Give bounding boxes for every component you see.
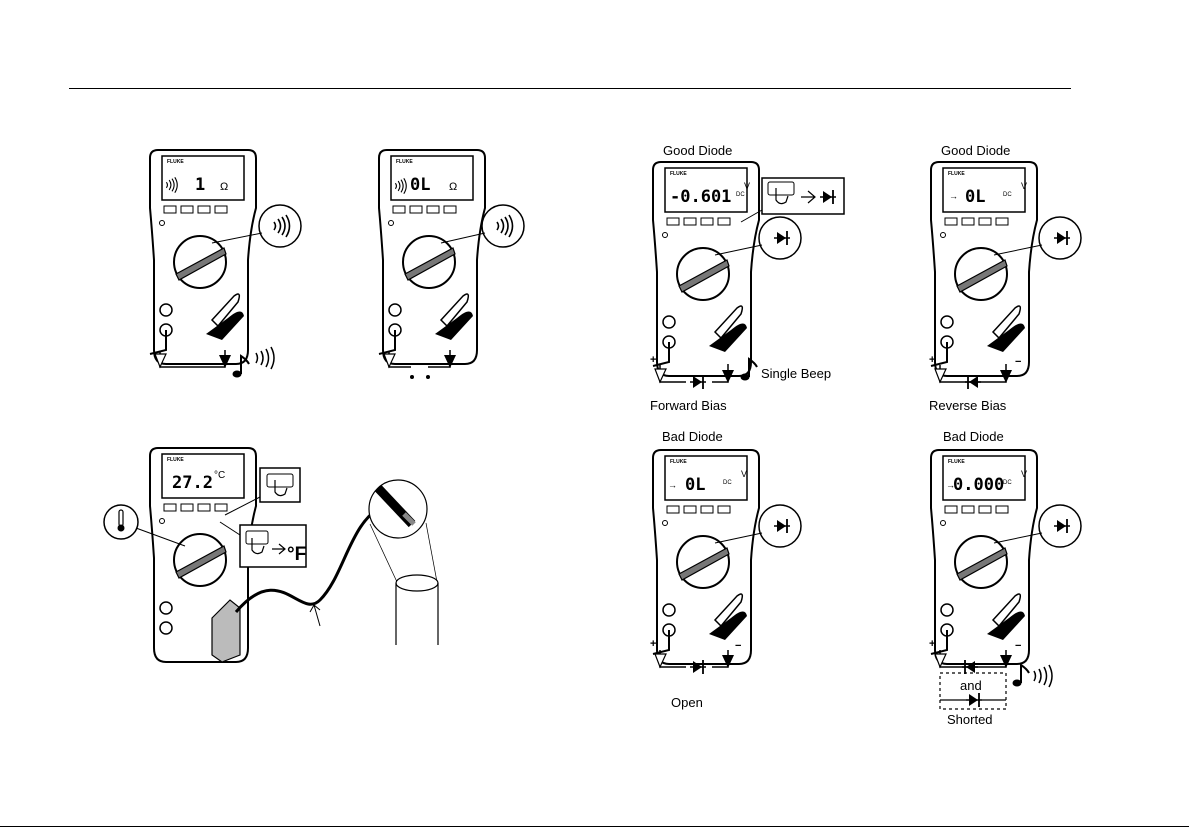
plus-label: + — [929, 638, 935, 650]
lcd-reading: 1 — [195, 175, 205, 195]
lcd-sub: DC — [723, 480, 732, 486]
music-note-icon — [1013, 665, 1030, 687]
lcd-reading: 0L — [685, 475, 705, 495]
lcd-sub: DC — [736, 192, 745, 198]
brand-logo: FLUKE — [670, 171, 687, 177]
thermometer-icon — [118, 510, 125, 532]
lcd-sub: DC — [1003, 480, 1012, 486]
brand-logo: FLUKE — [167, 159, 184, 165]
lcd-unit: V — [744, 181, 750, 191]
brand-logo: FLUKE — [948, 459, 965, 465]
diode-icon: → — [949, 191, 958, 201]
open-label: Open — [671, 695, 703, 710]
brand-logo: FLUKE — [167, 457, 184, 463]
lcd-unit: V — [1021, 469, 1027, 479]
bad-diode-label-1: Bad Diode — [662, 429, 723, 444]
lcd-sub: DC — [1003, 192, 1012, 198]
lcd-unit: °C — [214, 470, 225, 481]
meter-diode-forward: FLUKE -0.601 DC V + — [650, 162, 844, 389]
minus-label: − — [735, 640, 741, 652]
and-label: and — [960, 678, 982, 693]
brand-logo: FLUKE — [396, 159, 413, 165]
meter-continuity-closed: FLUKE 1 Ω — [150, 150, 301, 378]
reverse-bias-label: Reverse Bias — [929, 398, 1006, 413]
single-beep-label: Single Beep — [761, 366, 831, 381]
plus-label: + — [650, 354, 656, 366]
lcd-reading: 0L — [965, 187, 985, 207]
diode-icon — [965, 375, 981, 389]
lcd-unit: V — [741, 469, 747, 479]
meter-continuity-open: FLUKE 0L Ω — [379, 150, 524, 379]
shorted-label: Shorted — [947, 712, 993, 727]
diode-icon — [690, 375, 706, 389]
forward-bias-label: Forward Bias — [650, 398, 727, 413]
brand-logo: FLUKE — [948, 171, 965, 177]
lcd-reading: -0.601 — [670, 187, 731, 207]
minus-label: − — [1015, 356, 1021, 368]
beep-icon — [1034, 665, 1052, 687]
minus-label: − — [1015, 640, 1021, 652]
lcd-unit: V — [1021, 181, 1027, 191]
brand-logo: FLUKE — [670, 459, 687, 465]
plus-label: + — [650, 638, 656, 650]
fahrenheit-label: °F — [287, 544, 306, 565]
meter-diode-shorted: FLUKE → 0.000 DC V + − — [929, 450, 1081, 709]
meter-diode-open: FLUKE → 0L DC V + − — [650, 450, 801, 674]
good-diode-label-1: Good Diode — [663, 143, 732, 158]
diode-icon: → — [668, 480, 677, 490]
diode-icon — [966, 693, 982, 707]
meter-diode-reverse: FLUKE → 0L DC V + − — [929, 162, 1081, 389]
meter-temperature: FLUKE 27.2 °C °F — [104, 448, 438, 662]
lcd-reading: 27.2 — [172, 473, 213, 493]
lcd-unit: Ω — [449, 181, 457, 193]
beep-icon — [256, 347, 274, 369]
lcd-reading: 0.000 — [953, 475, 1004, 495]
bad-diode-label-2: Bad Diode — [943, 429, 1004, 444]
lcd-reading: 0L — [410, 175, 430, 195]
plus-label: + — [929, 354, 935, 366]
good-diode-label-2: Good Diode — [941, 143, 1010, 158]
lcd-unit: Ω — [220, 181, 228, 193]
